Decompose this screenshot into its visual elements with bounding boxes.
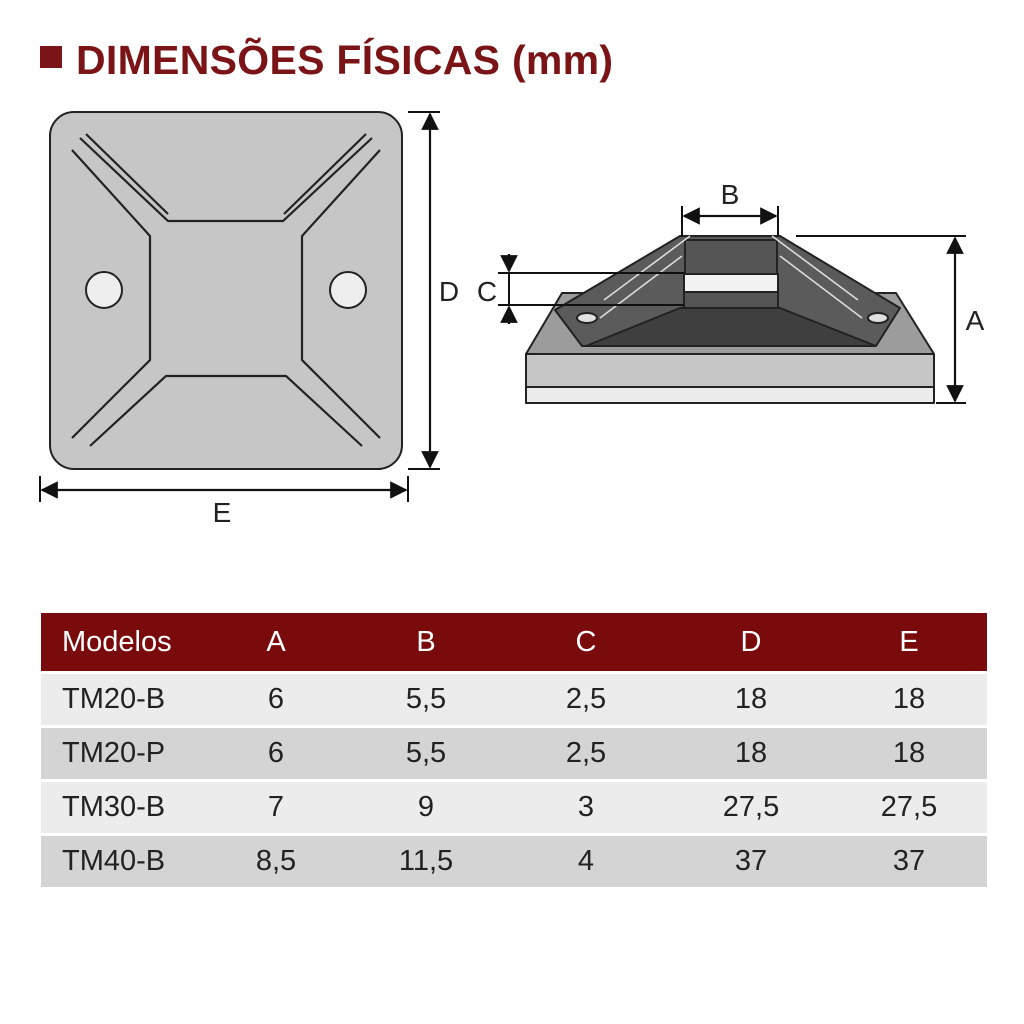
page-title: DIMENSÕES FÍSICAS (mm) [76, 36, 614, 83]
dimension-e: E [39, 476, 409, 528]
dim-label-b: B [721, 179, 740, 210]
table-row: TM20-P 6 5,5 2,5 18 18 [41, 725, 987, 781]
cell-model: TM40-B [41, 833, 201, 887]
table-row: TM40-B 8,5 11,5 4 37 37 [41, 833, 987, 887]
dimension-d: D [408, 111, 459, 470]
column-header-e: E [831, 613, 987, 673]
dim-label-a: A [966, 305, 985, 336]
page-heading: DIMENSÕES FÍSICAS (mm) [40, 36, 613, 84]
top-view-grooves [71, 133, 381, 447]
cell-e: 18 [831, 671, 987, 727]
dimensions-table: Modelos A B C D E TM20-B 6 5,5 2,5 18 18… [41, 613, 987, 887]
cell-d: 18 [671, 671, 831, 727]
cell-c: 3 [501, 779, 671, 835]
table-header-row: Modelos A B C D E [41, 613, 987, 673]
cell-a: 8,5 [201, 833, 351, 887]
cell-b: 5,5 [351, 671, 501, 727]
cell-e: 37 [831, 833, 987, 887]
cell-b: 9 [351, 779, 501, 835]
table-row: TM30-B 7 9 3 27,5 27,5 [41, 779, 987, 835]
side-view-drawing [525, 235, 935, 404]
cell-d: 27,5 [671, 779, 831, 835]
cell-e: 18 [831, 725, 987, 781]
dimension-a: A [796, 235, 985, 404]
cell-model: TM20-P [41, 725, 201, 781]
cell-c: 2,5 [501, 725, 671, 781]
column-header-c: C [501, 613, 671, 673]
cell-d: 18 [671, 725, 831, 781]
cell-a: 7 [201, 779, 351, 835]
column-header-d: D [671, 613, 831, 673]
column-header-b: B [351, 613, 501, 673]
dim-label-e: E [213, 497, 232, 528]
mount-hole-left-icon [85, 271, 123, 309]
cell-c: 2,5 [501, 671, 671, 727]
cell-model: TM30-B [41, 779, 201, 835]
cell-b: 5,5 [351, 725, 501, 781]
technical-drawing: D E B [39, 111, 985, 528]
cell-c: 4 [501, 833, 671, 887]
top-view-drawing [49, 111, 403, 470]
cell-a: 6 [201, 725, 351, 781]
dim-label-d: D [439, 276, 459, 307]
cell-model: TM20-B [41, 671, 201, 727]
table-row: TM20-B 6 5,5 2,5 18 18 [41, 671, 987, 727]
dimension-c: C [477, 254, 684, 324]
dimension-b: B [681, 179, 779, 236]
dim-label-c: C [477, 276, 497, 307]
top-view-base [49, 111, 403, 470]
column-header-modelos: Modelos [41, 613, 201, 673]
cell-b: 11,5 [351, 833, 501, 887]
cell-d: 37 [671, 833, 831, 887]
cell-a: 6 [201, 671, 351, 727]
column-header-a: A [201, 613, 351, 673]
heading-square-icon [40, 46, 62, 68]
cell-e: 27,5 [831, 779, 987, 835]
mount-hole-right-icon [329, 271, 367, 309]
